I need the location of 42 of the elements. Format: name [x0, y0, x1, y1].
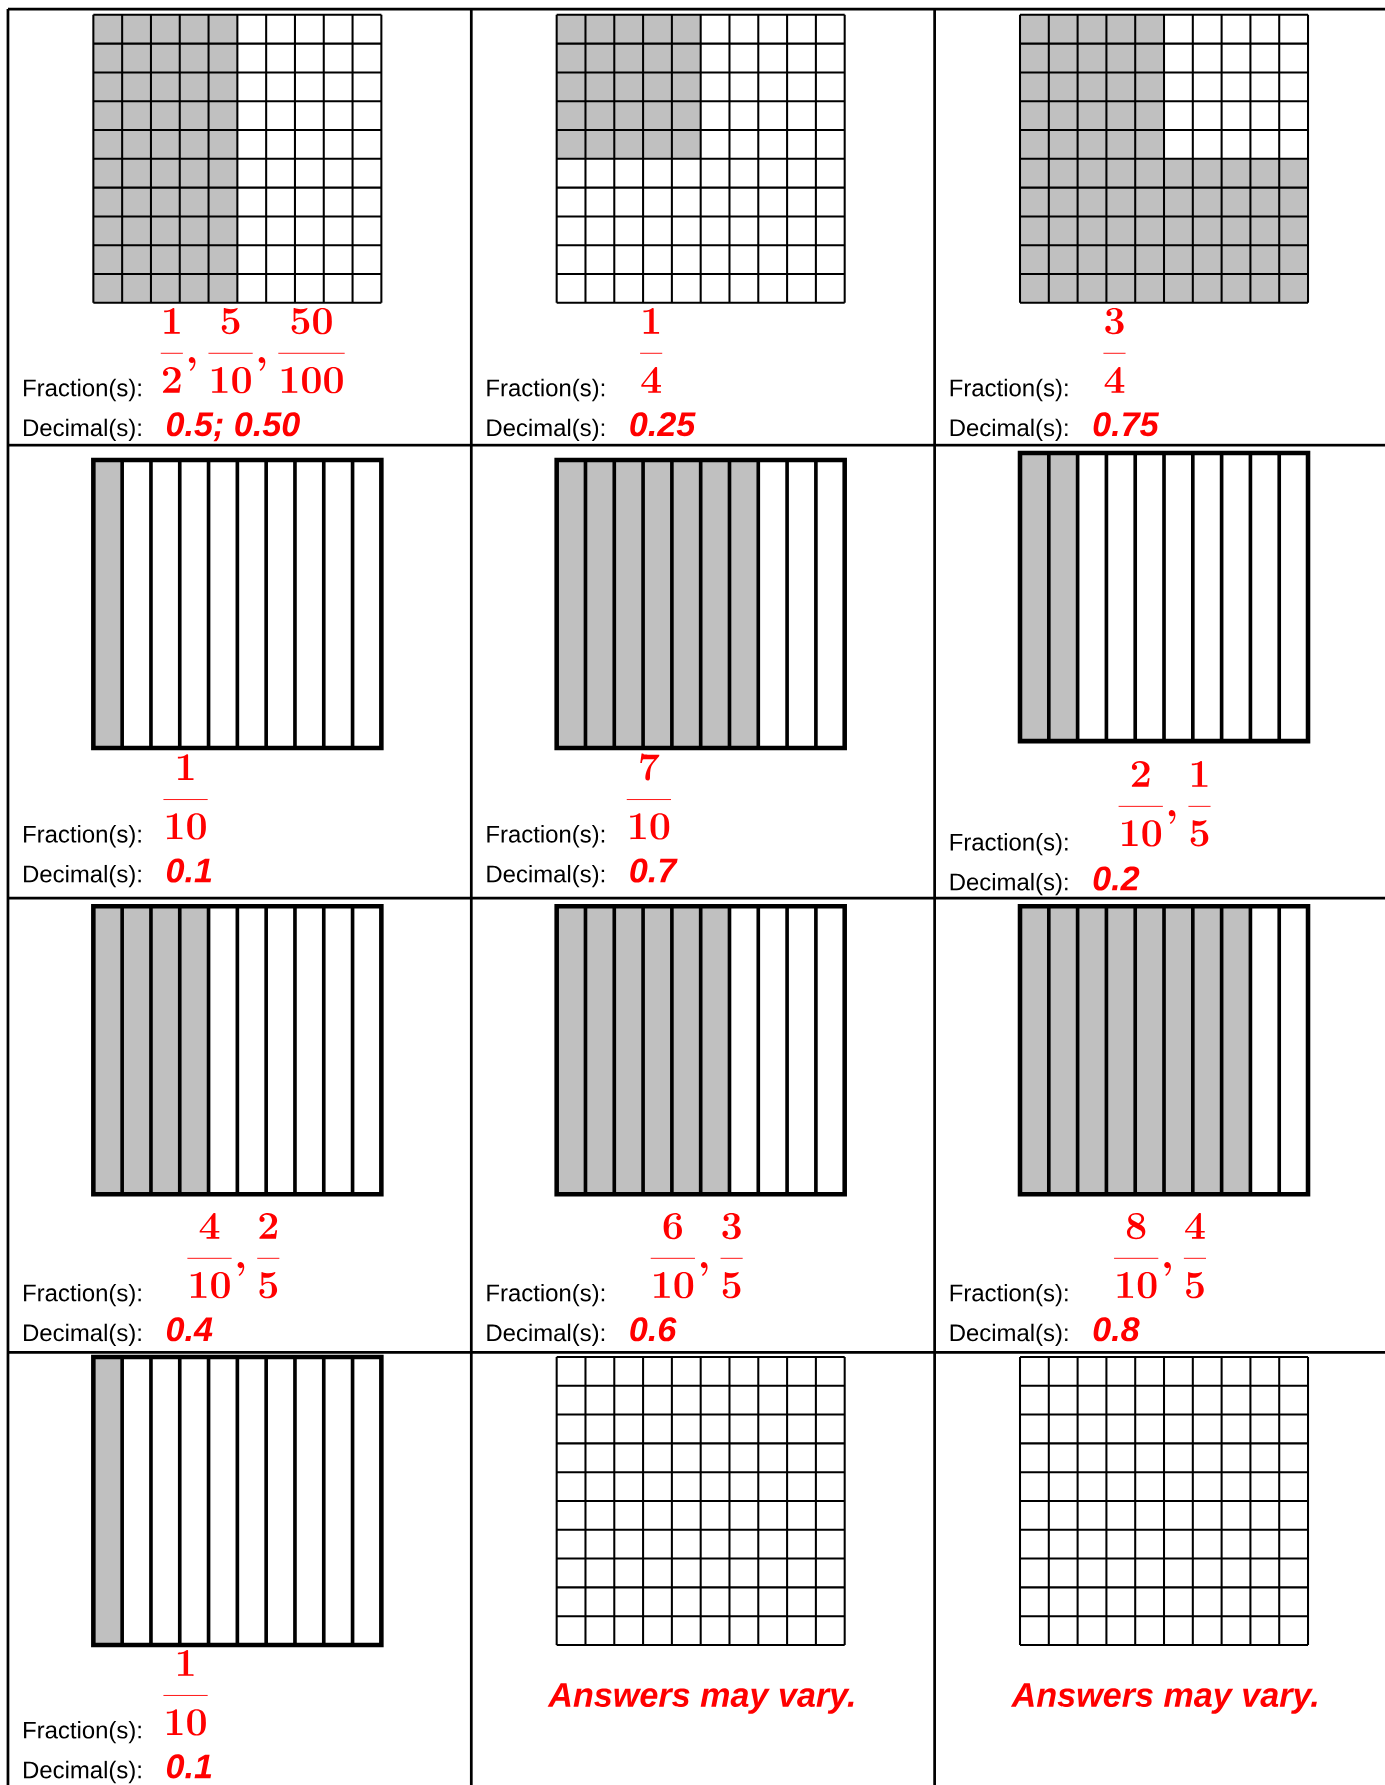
- decimal-prompt: Decimal(s):: [23, 1323, 141, 1346]
- fraction-prompt: Fraction(s):: [950, 378, 1068, 402]
- fraction-answer: $\frac{6}{10}, \frac{3}{5}$: [650, 1212, 743, 1299]
- decimal-prompt: Decimal(s):: [950, 872, 1068, 896]
- answer-note: Answers may vary.: [1010, 1683, 1317, 1714]
- decimal-answer: 0.8: [1093, 1317, 1140, 1342]
- fraction-answer: $\frac{8}{10}, \frac{4}{5}$: [1113, 1212, 1206, 1299]
- decimal-answer: 0.1: [166, 858, 211, 883]
- decimal-prompt: Decimal(s):: [950, 418, 1068, 441]
- decimal-prompt: Decimal(s):: [23, 1760, 141, 1784]
- answer-note: Answers may vary.: [547, 1683, 854, 1714]
- fraction-answer: $\frac{2}{10}, \frac{1}{5}$: [1118, 761, 1211, 847]
- decimal-prompt: Decimal(s):: [487, 418, 604, 441]
- fraction-answer: $\frac{1}{10}$: [163, 754, 208, 840]
- fraction-answer: $\frac{1}{4}$: [639, 307, 663, 393]
- fraction-prompt: Fraction(s):: [487, 825, 604, 848]
- decimal-answer: 0.1: [166, 1754, 211, 1779]
- fraction-answer: $\frac{1}{2}, \frac{5}{10}, \frac{50}{100}$: [160, 307, 345, 394]
- decimal-answer: 0.25: [630, 412, 696, 437]
- fraction-answer: $\frac{7}{10}$: [626, 753, 671, 840]
- fraction-prompt: Fraction(s):: [950, 1283, 1068, 1307]
- decimal-answer: 0.4: [166, 1317, 213, 1342]
- fraction-prompt: Fraction(s):: [487, 378, 604, 402]
- decimal-prompt: Decimal(s):: [487, 1323, 604, 1346]
- fraction-answer: $\frac{1}{10}$: [163, 1650, 208, 1736]
- fraction-prompt: Fraction(s):: [487, 1283, 604, 1307]
- decimal-answer: 0.6: [630, 1317, 677, 1342]
- fraction-answer: $\frac{3}{4}$: [1103, 307, 1126, 393]
- fraction-prompt: Fraction(s):: [23, 1283, 141, 1307]
- fraction-prompt: Fraction(s):: [23, 378, 141, 402]
- fraction-prompt: Fraction(s):: [23, 1721, 141, 1744]
- decimal-answer: 0.75: [1093, 412, 1159, 437]
- decimal-prompt: Decimal(s):: [950, 1323, 1068, 1346]
- decimal-answer: 0.2: [1093, 866, 1140, 891]
- decimal-answer: 0.7: [630, 858, 678, 883]
- fraction-prompt: Fraction(s):: [950, 833, 1068, 856]
- fraction-prompt: Fraction(s):: [23, 825, 141, 848]
- decimal-prompt: Decimal(s):: [23, 864, 141, 888]
- decimal-prompt: Decimal(s):: [23, 418, 141, 441]
- decimal-answer: 0.5; 0.50: [166, 412, 300, 442]
- decimal-prompt: Decimal(s):: [487, 864, 604, 888]
- fraction-answer: $\frac{4}{10}, \frac{2}{5}$: [187, 1212, 280, 1299]
